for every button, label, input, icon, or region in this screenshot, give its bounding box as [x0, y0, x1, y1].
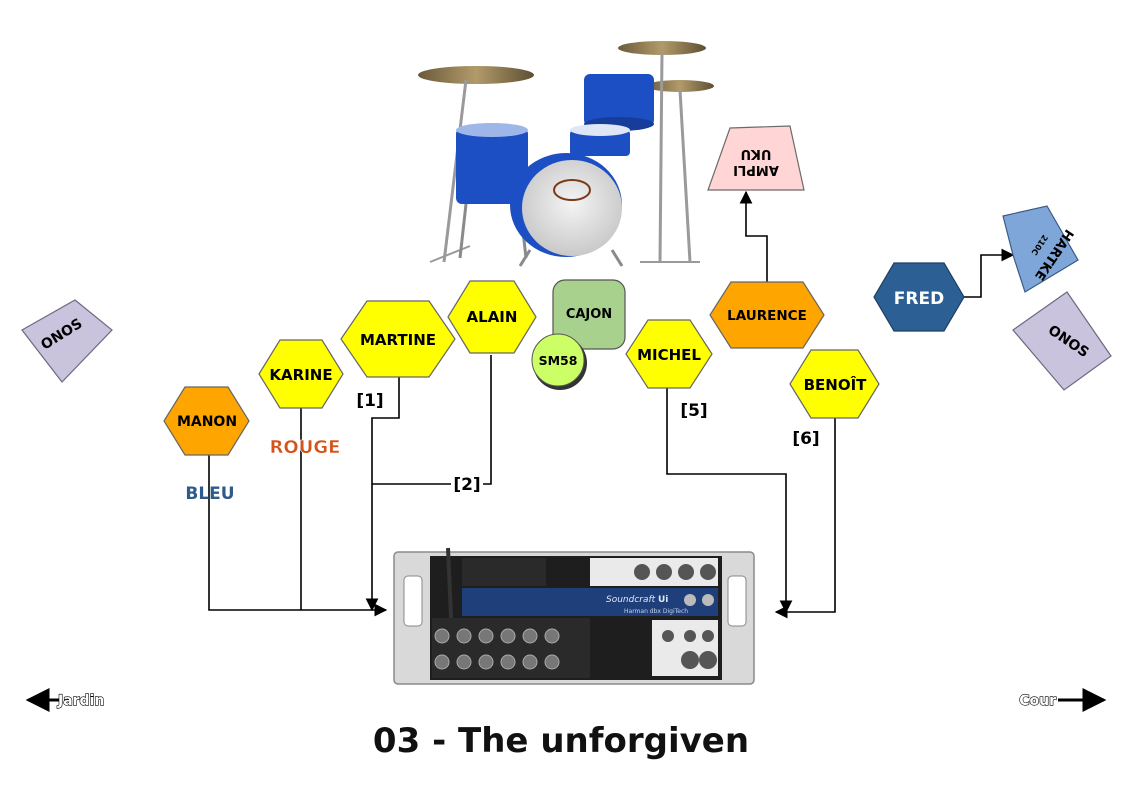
musician-martine: MARTINE: [340, 300, 456, 378]
cajon-label: CAJON: [566, 307, 612, 322]
page-title: 03 - The unforgiven: [373, 721, 749, 761]
channel-2-label: [2]: [453, 475, 480, 495]
ampli-label-1: AMPLI: [733, 162, 779, 177]
cour-indicator: Cour: [1019, 688, 1107, 712]
rouge-tag: ROUGE: [270, 437, 341, 458]
cajon: CAJON: [552, 279, 626, 350]
sm58-mic: SM58: [531, 333, 587, 390]
mixer-model-label: Ui: [658, 595, 668, 605]
cour-label: Cour: [1019, 693, 1056, 709]
michel-label: MICHEL: [637, 346, 701, 364]
alain-label: ALAIN: [467, 308, 518, 326]
monitor-left: ONOS: [21, 299, 113, 383]
cable-lines: [208, 190, 1015, 619]
channel-5-label: [5]: [680, 401, 707, 421]
bleu-tag: BLEU: [185, 484, 234, 504]
musician-alain: ALAIN: [447, 280, 537, 354]
mixer-brand-label: Soundcraft: [606, 595, 656, 605]
monitor-right: ONOS: [1012, 291, 1112, 391]
musician-laurence: LAURENCE: [709, 281, 825, 349]
hartke-cab: HARTKE 210C: [1002, 205, 1079, 293]
musician-benoit: BENOÎT: [789, 349, 880, 419]
channel-1-label: [1]: [356, 391, 383, 411]
ampli-label-2: UKU: [741, 146, 772, 161]
martine-label: MARTINE: [360, 331, 436, 349]
ampli-uku: AMPLI UKU: [707, 125, 805, 191]
musician-michel: MICHEL: [625, 319, 713, 389]
karine-label: KARINE: [269, 366, 332, 384]
sm58-label: SM58: [539, 353, 578, 368]
manon-label: MANON: [177, 414, 237, 430]
fred-label: FRED: [894, 289, 944, 309]
mixer-image: Soundcraft Ui Harman dbx DigiTech: [393, 547, 755, 685]
musician-manon: MANON: [163, 386, 250, 456]
mixer-sub-label: Harman dbx DigiTech: [624, 608, 688, 615]
musician-karine: KARINE: [258, 339, 344, 409]
laurence-label: LAURENCE: [727, 308, 807, 324]
jardin-indicator: Jardin: [25, 688, 105, 712]
jardin-label: Jardin: [57, 693, 104, 709]
channel-6-label: [6]: [792, 429, 819, 449]
benoit-label: BENOÎT: [804, 375, 868, 394]
musician-fred: FRED: [873, 262, 965, 332]
drum-kit-image: [412, 30, 714, 270]
